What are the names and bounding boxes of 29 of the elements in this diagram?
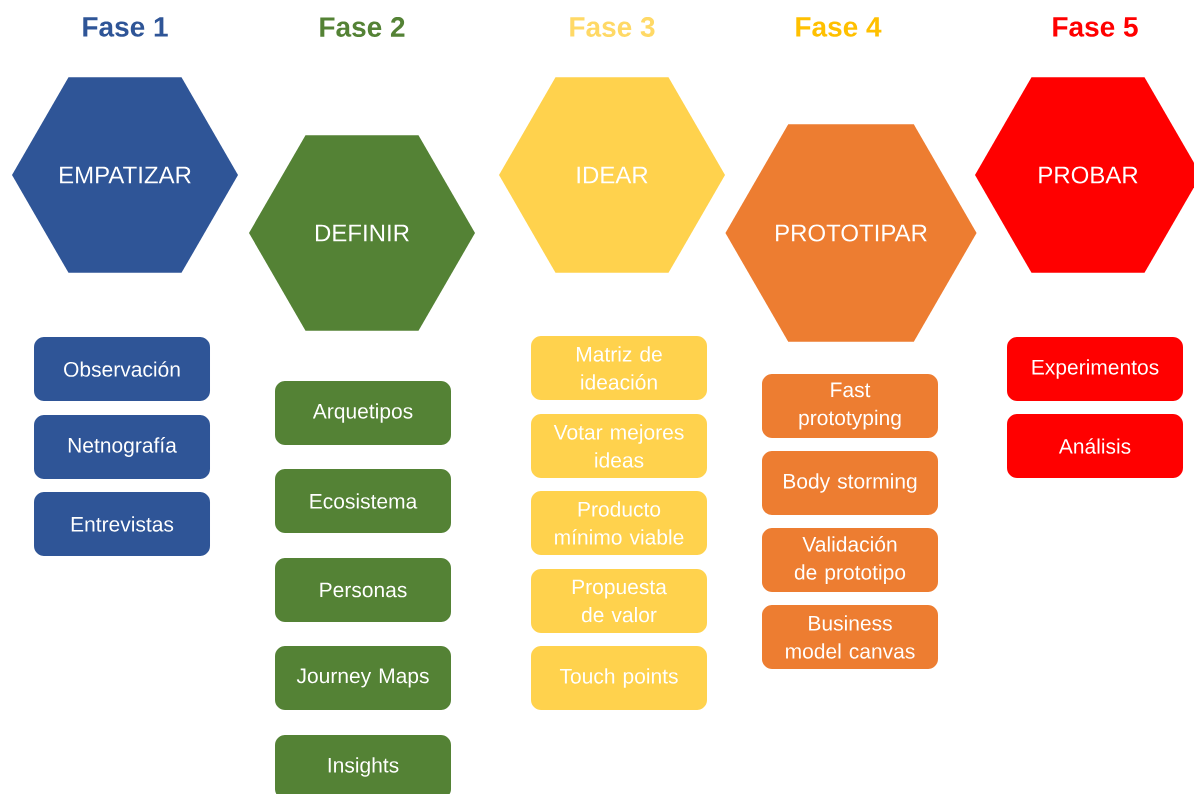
rounded-box: Fast prototyping [762,374,938,438]
rounded-box: Producto mínimo viable [531,491,707,555]
rounded-box: Touch points [531,646,707,710]
rounded-box: Personas [275,558,451,622]
rounded-box: Business model canvas [762,605,938,669]
rounded-box: Observación [34,337,210,401]
phase-heading: Fase 2 [320,17,405,37]
phase-heading: Fase 5 [1053,17,1138,37]
rounded-box: Journey Maps [275,646,451,710]
rounded-box: Votar mejores ideas [531,414,707,478]
rounded-box: Insights [275,735,451,794]
rounded-box: Matriz de ideación [531,336,707,400]
hexagon: DEFINIR [249,135,475,331]
rounded-box: Netnografía [34,415,210,479]
rounded-box: Validación de prototipo [762,528,938,592]
phase-heading: Fase 1 [83,17,168,37]
rounded-box: Body storming [762,451,938,515]
phase-heading: Fase 3 [570,17,655,37]
rounded-box: Experimentos [1007,337,1183,401]
hexagon: IDEAR [499,77,725,273]
phase-heading: Fase 4 [796,17,882,37]
rounded-box: Arquetipos [275,381,451,445]
hexagon: EMPATIZAR [12,77,238,273]
rounded-box: Propuesta de valor [531,569,707,633]
rounded-box: Entrevistas [34,492,210,556]
hexagon: PROTOTIPAR [725,124,977,342]
hexagon: PROBAR [975,77,1194,273]
rounded-box: Análisis [1007,414,1183,478]
rounded-box: Ecosistema [275,469,451,533]
